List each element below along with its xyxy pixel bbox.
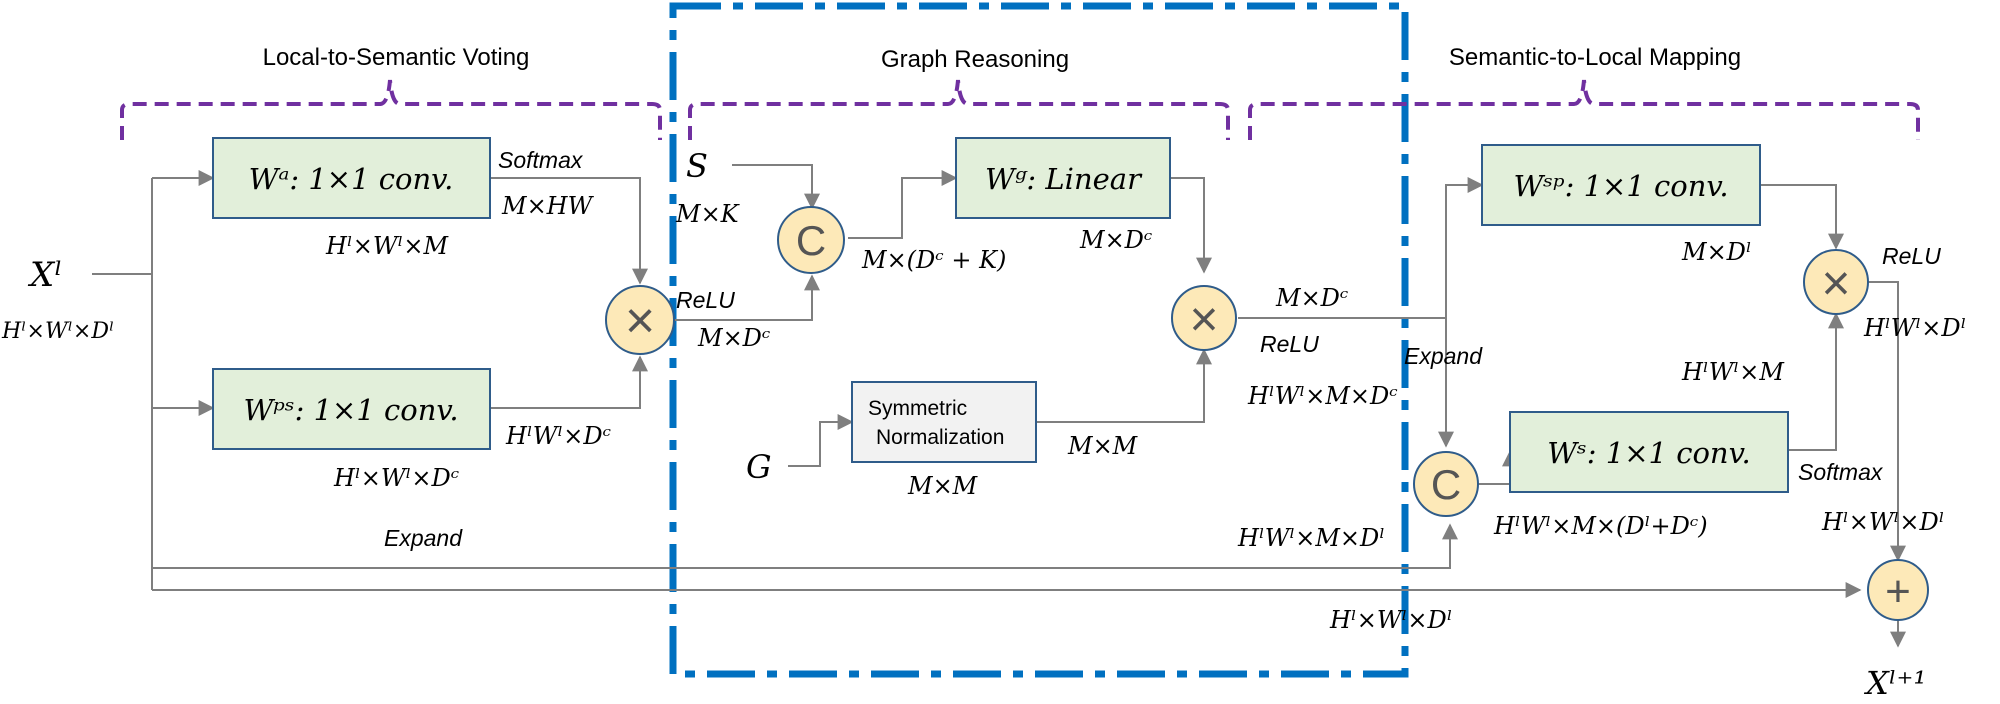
wa-label: Wᵃ: 1×1 conv. [249,162,454,196]
wa-conv-box: Wᵃ: 1×1 conv. [212,137,491,219]
add-symbol: + [1885,567,1911,616]
label-expand-1: Expand [384,525,463,551]
label-wps-dim: Hˡ×Wˡ×Dᶜ [333,464,459,492]
label-hwm: HˡWˡ×M [1681,358,1785,386]
label-relu-2: ReLU [1260,331,1319,357]
concat-symbol-1: C [796,217,826,264]
wps-label: Wᵖˢ: 1×1 conv. [243,393,458,427]
label-softmax-1: Softmax [498,147,584,173]
wg-linear-box: Wᵍ: Linear [955,137,1171,219]
mapping-brace [1248,79,1920,140]
ws-conv-box: Wˢ: 1×1 conv. [1509,411,1789,493]
label-m-dc-2: M×Dᶜ [1275,284,1348,312]
output-xl1: Xˡ⁺¹ [1863,664,1926,702]
label-m-dc-1: M×Dᶜ [697,324,770,352]
label-expand-2: Expand [1404,343,1483,369]
label-bottom-dim: Hˡ×Wˡ×Dˡ [1329,606,1453,634]
multiply-symbol-2: × [1189,291,1218,347]
label-wsp-dim: M×Dˡ [1681,238,1752,266]
voting-brace [120,79,662,140]
ws-label: Wˢ: 1×1 conv. [1547,436,1751,470]
voting-title: Local-to-Semantic Voting [263,44,530,71]
concat-node-2: C [1413,451,1479,517]
label-xl-dim: Hˡ×Wˡ×Dˡ [1,319,114,344]
wps-conv-box: Wᵖˢ: 1×1 conv. [212,368,491,450]
multiply-symbol-3: × [1821,255,1850,311]
label-hwdl: HˡWˡ×Dˡ [1863,314,1966,342]
input-s: S [686,147,708,185]
label-hwmdl: HˡWˡ×M×Dˡ [1237,524,1385,552]
label-m-k: M×K [675,200,741,228]
wsp-label: Wˢᵖ: 1×1 conv. [1513,169,1728,203]
add-node: + [1867,559,1929,621]
symnorm-line1: Symmetric [868,397,967,420]
label-relu-3: ReLU [1882,243,1941,269]
reasoning-brace [688,79,1230,140]
multiply-node-2: × [1171,285,1237,351]
label-wps-out: HˡWˡ×Dᶜ [505,422,611,450]
connectors [92,164,1906,648]
label-m-m-2: M×M [907,472,979,500]
input-xl: Xˡ [27,255,62,295]
multiply-node-3: × [1803,249,1869,315]
label-softmax-2: Softmax [1798,459,1884,485]
label-m-m-1: M×M [1067,432,1139,460]
wsp-conv-box: Wˢᵖ: 1×1 conv. [1481,144,1761,226]
multiply-symbol-1: × [625,292,655,350]
symmetric-normalization-box: Symmetric Normalization [851,381,1037,463]
label-concat-out: M×(Dᶜ + K) [861,246,1006,274]
mapping-title: Semantic-to-Local Mapping [1449,44,1741,71]
label-hwmdc: HˡWˡ×M×Dᶜ [1247,382,1398,410]
symnorm-line2: Normalization [876,426,1004,449]
concat-symbol-2: C [1431,461,1461,508]
multiply-node-1: × [605,285,675,355]
input-g: G [746,448,772,486]
reasoning-title: Graph Reasoning [881,46,1069,73]
label-wa-dim: Hˡ×Wˡ×M [325,232,449,260]
label-wg-dim: M×Dᶜ [1079,226,1152,254]
label-relu-1: ReLU [676,287,735,313]
graph-reasoning-frame [669,2,1409,678]
concat-node-1: C [777,206,845,274]
label-concat2-out: HˡWˡ×M×(Dˡ+Dᶜ) [1493,512,1708,540]
wg-label: Wᵍ: Linear [985,162,1143,196]
label-m-hw: M×HW [501,192,595,220]
label-hxwxdl: Hˡ×Wˡ×Dˡ [1821,508,1945,536]
